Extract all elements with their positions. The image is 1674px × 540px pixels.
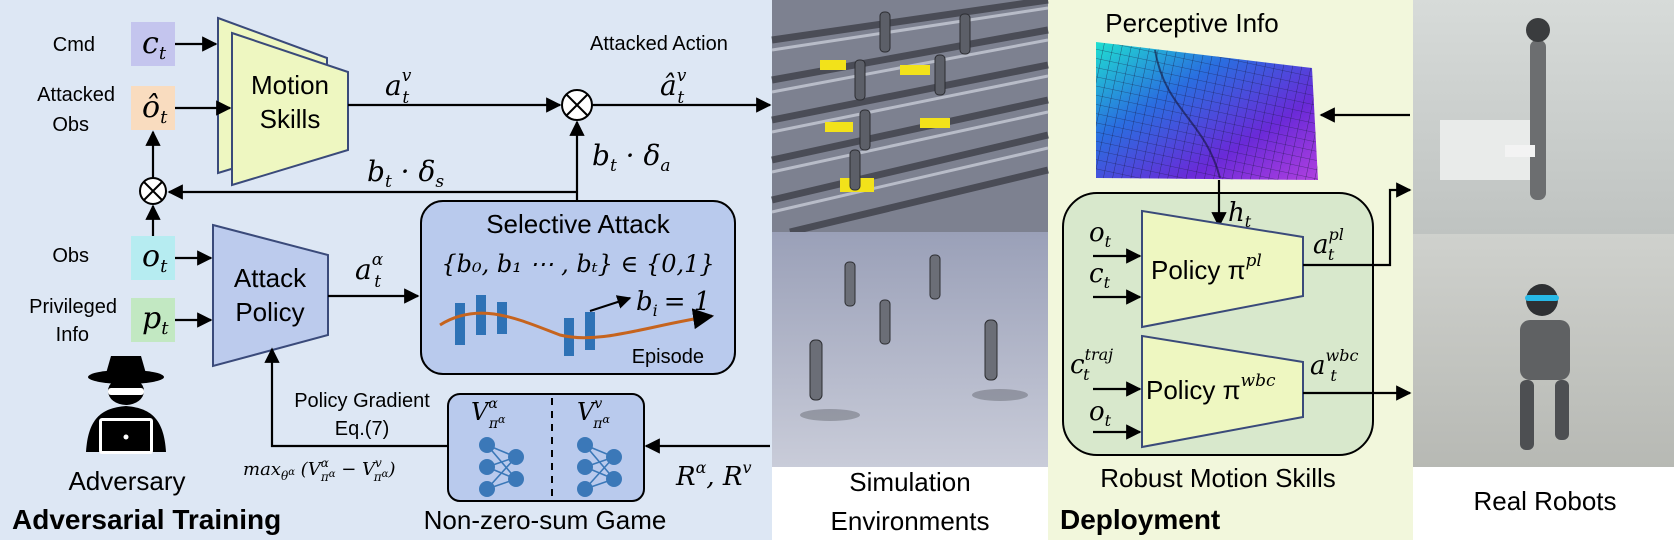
simulation-flat-image	[772, 232, 1048, 467]
adversary-value-network	[479, 437, 524, 497]
simulation-stairs-image	[771, 0, 1049, 236]
height-map-image	[1096, 42, 1318, 180]
episode-curve	[439, 308, 715, 340]
cmd-label: Cmd	[53, 34, 95, 56]
policy-gradient-label-1: Policy Gradient	[294, 390, 430, 412]
simulation-label-2: Environments	[831, 506, 990, 536]
value-networks-box	[447, 393, 645, 502]
motion-skills-label-1: Motion	[251, 70, 329, 100]
attack-policy-label-2: Policy	[235, 297, 304, 327]
policy-wbc-label: Policy πwbc	[1146, 371, 1276, 405]
attack-policy-block	[212, 223, 329, 368]
real-robots-label: Real Robots	[1473, 486, 1616, 516]
privileged-var: pt	[142, 301, 169, 339]
real-robot-image-top	[1413, 0, 1674, 234]
perceptive-info-label: Perceptive Info	[1105, 8, 1278, 38]
obs-label: Obs	[52, 245, 89, 267]
obs-var: ot	[142, 239, 168, 277]
rewards-label: Rα, Rv	[675, 458, 752, 492]
policy-pl-block	[1141, 209, 1304, 329]
privileged-label-2: Info	[56, 324, 89, 346]
selective-attack-title: Selective Attack	[486, 209, 671, 239]
motion-skills-label-2: Skills	[260, 104, 321, 134]
attacked-obs-label-1: Attacked	[37, 84, 115, 106]
cmd-tag	[131, 22, 175, 66]
policy-pl-label: Policy πpl	[1151, 251, 1262, 285]
cmd-var: ct	[142, 26, 167, 64]
obs-perturb-label: bt · δs	[367, 155, 444, 192]
action-perturb-label: bt · δa	[592, 139, 670, 176]
non-zero-sum-game-label: Non-zero-sum Game	[424, 505, 667, 535]
episode-label: Episode	[632, 346, 704, 368]
attacked-obs-label-2: Obs	[52, 114, 89, 136]
policy-wbc-block	[1141, 334, 1304, 449]
victim-value-network	[577, 437, 622, 497]
adversary-icon	[86, 356, 166, 454]
privileged-label-1: Privileged	[29, 296, 117, 318]
deployment-title: Deployment	[1060, 504, 1220, 535]
attacked-action-label: Attacked Action	[590, 33, 728, 55]
adversary-label: Adversary	[68, 466, 185, 496]
attack-policy-label-1: Attack	[234, 263, 307, 293]
robust-motion-skills-label: Robust Motion Skills	[1100, 463, 1336, 493]
attacked-obs-var: ôt	[142, 90, 168, 128]
selective-attack-set: {b₀, b₁ ⋯ , bₜ} ∈ {0,1}	[441, 250, 714, 278]
motion-skills-block	[231, 31, 349, 187]
policy-gradient-label-2: Eq.(7)	[335, 418, 389, 440]
adversarial-training-title: Adversarial Training	[12, 504, 281, 535]
real-robot-image-bottom	[1413, 234, 1674, 467]
simulation-label-1: Simulation	[849, 467, 970, 497]
attacked-obs-tag	[131, 86, 175, 130]
obs-tag	[131, 236, 175, 280]
privileged-tag	[131, 298, 175, 342]
selected-step-label: bi= 1	[636, 287, 710, 320]
